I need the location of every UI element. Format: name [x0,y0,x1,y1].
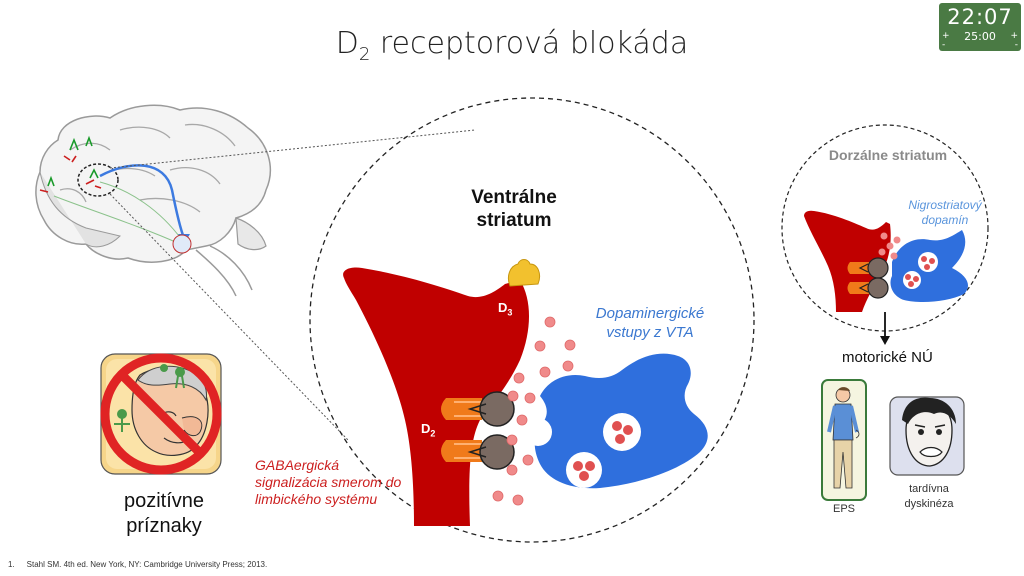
timer-minus-right[interactable]: - [1014,40,1018,50]
slide-title: D2 receptorová blokáda [335,26,689,65]
postsynaptic-neuron [343,267,529,526]
dopamine-molecules [492,316,576,506]
ventral-striatum-zoom-circle [309,97,755,543]
tardive-card [889,396,965,476]
antagonist-lower [479,434,515,470]
footnote: 1. Stahl SM. 4th ed. New York, NY: Cambri… [8,560,267,569]
timer-current: 22:07 [947,5,1013,29]
timer-total: 25:00 [964,30,996,43]
grimacing-face-icon [902,397,956,467]
dorsal-antagonist-lower [867,277,889,299]
zoom-line-top [109,129,476,169]
d2-receptor-upper [441,398,482,420]
antagonist-upper [479,391,515,427]
dopamine-vesicle-1 [603,413,641,451]
presentation-timer[interactable]: 22:07 25:00 + - + - [939,3,1021,51]
timer-plus-right[interactable]: + [1010,31,1018,41]
footnote-text: Stahl SM. 4th ed. New York, NY: Cambridg… [26,560,268,569]
footnote-number: 1. [8,560,15,569]
nigrostriatal-label: Nigrostriatový dopamín [908,198,982,227]
dopaminergic-inputs-label: Dopaminergické vstupy z VTA [595,305,705,341]
dorsal-dopamine-molecules [878,232,901,260]
d3-receptor [507,259,541,287]
positive-symptoms-label: pozitívne príznaky [123,490,205,537]
dorsal-striatum-label: Dorzálne striatum [828,147,948,163]
gaba-signaling-label: GABAergická signalizácia smerom do limbi… [255,457,402,507]
d2-receptor-lower [441,440,482,462]
prohibition-sign-icon [100,353,222,475]
eps-label: EPS [832,503,855,515]
dopamine-vesicle-2 [566,452,602,488]
ventral-striatum-label: Ventrálne striatum [471,187,557,231]
standing-man-icon [827,387,860,489]
dorsal-vesicles [903,252,938,289]
dorsal-antagonist-upper [867,257,889,279]
timer-minus-left[interactable]: - [942,40,946,50]
zoom-line-bottom [109,193,349,441]
timer-plus-left[interactable]: + [942,31,950,41]
motor-side-effects-label: motorické NÚ [842,349,933,366]
d3-receptor-label: D3 [498,300,513,318]
tardive-dyskinesia-label: tardívna dyskinéza [904,483,954,510]
presynaptic-notch [524,418,552,446]
brain-sagittal-icon [35,104,271,297]
eps-card [821,379,867,501]
d2-receptor-label: D2 [421,421,436,439]
